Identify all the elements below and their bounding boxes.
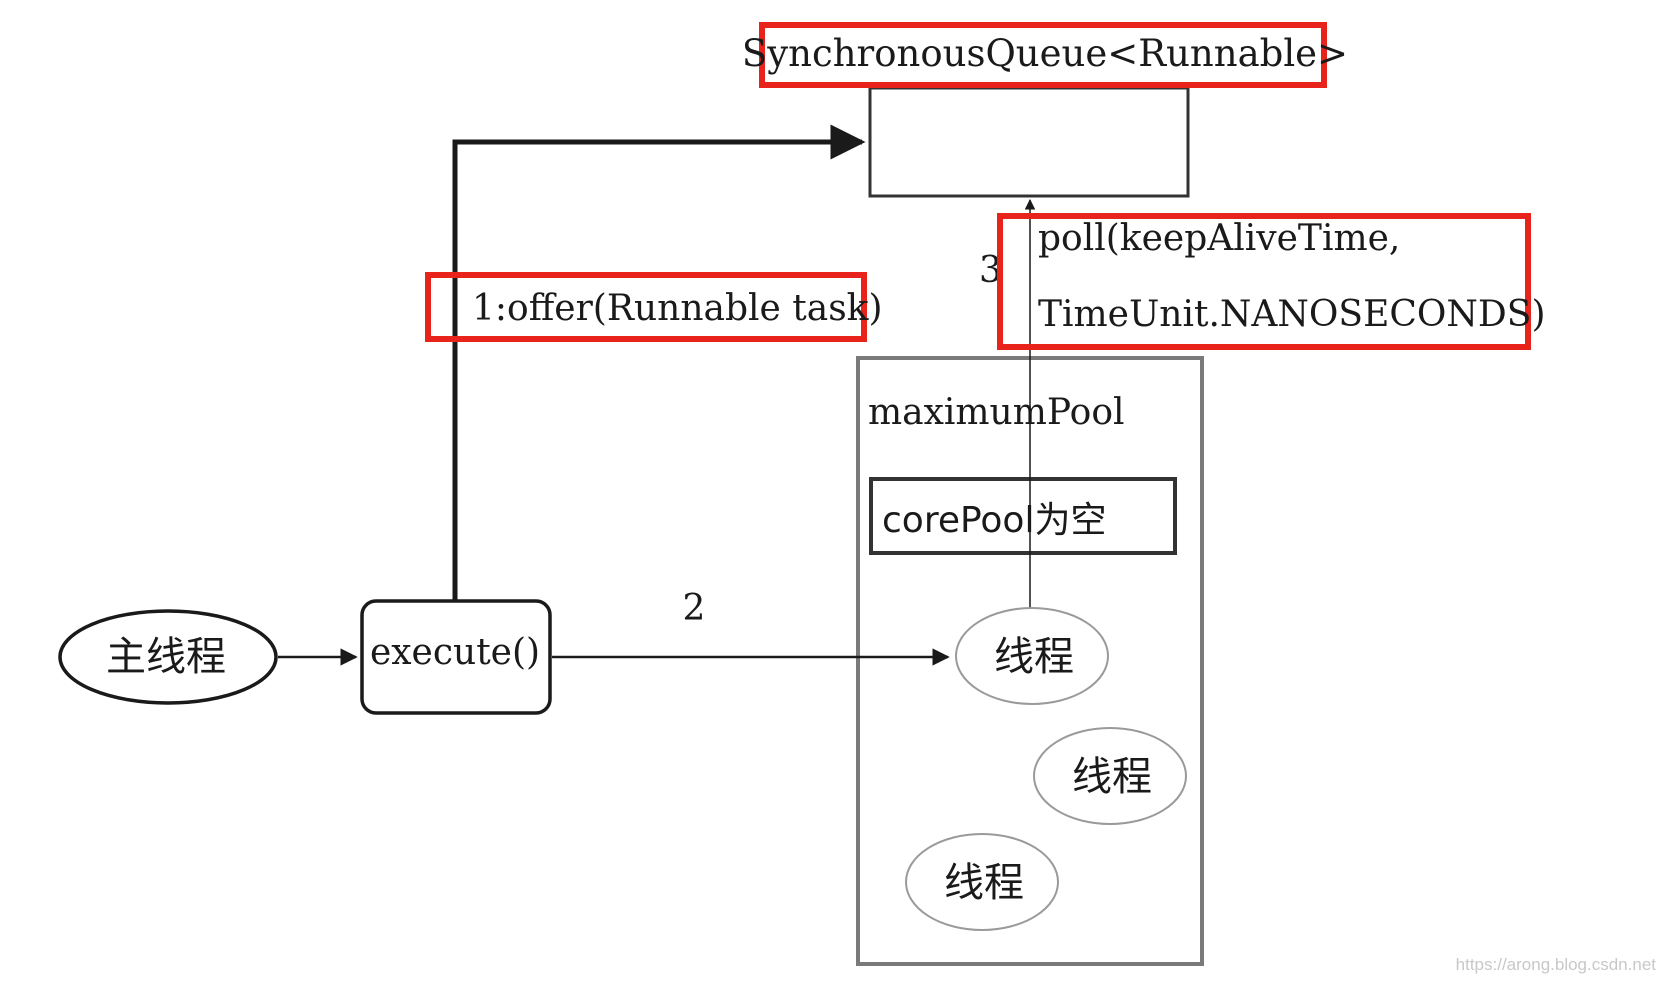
execute-label: execute()	[370, 632, 540, 673]
poll-highlight	[997, 213, 1531, 350]
thread-label-2: 线程	[1072, 754, 1152, 800]
poll-line1: poll(keepAliveTime,	[1038, 218, 1400, 259]
poll-line2: TimeUnit.NANOSECONDS)	[1038, 294, 1546, 335]
step2-label: 2	[683, 588, 706, 629]
offer-label: 1:offer(Runnable task)	[472, 288, 883, 329]
queue-title-highlight	[759, 22, 1327, 88]
watermark: https://arong.blog.csdn.net	[1456, 955, 1657, 974]
queue-title: SynchronousQueue<Runnable>	[742, 32, 1348, 75]
thread-node-3	[905, 833, 1059, 931]
thread-node-2	[1033, 727, 1187, 825]
synchronous-queue-box	[868, 86, 1190, 198]
thread-label-1: 线程	[994, 634, 1074, 680]
main-thread-node	[58, 609, 278, 705]
main-thread-label: 主线程	[106, 634, 226, 680]
offer-arrow	[452, 124, 866, 601]
maximum-pool-label: maximumPool	[868, 392, 1125, 433]
thread-label-3: 线程	[944, 860, 1024, 906]
core-pool-box	[869, 477, 1177, 555]
step3-number: 3	[979, 250, 1002, 291]
core-pool-label: corePool为空	[882, 500, 1106, 541]
thread-node-1	[955, 607, 1109, 705]
offer-highlight	[425, 272, 867, 342]
